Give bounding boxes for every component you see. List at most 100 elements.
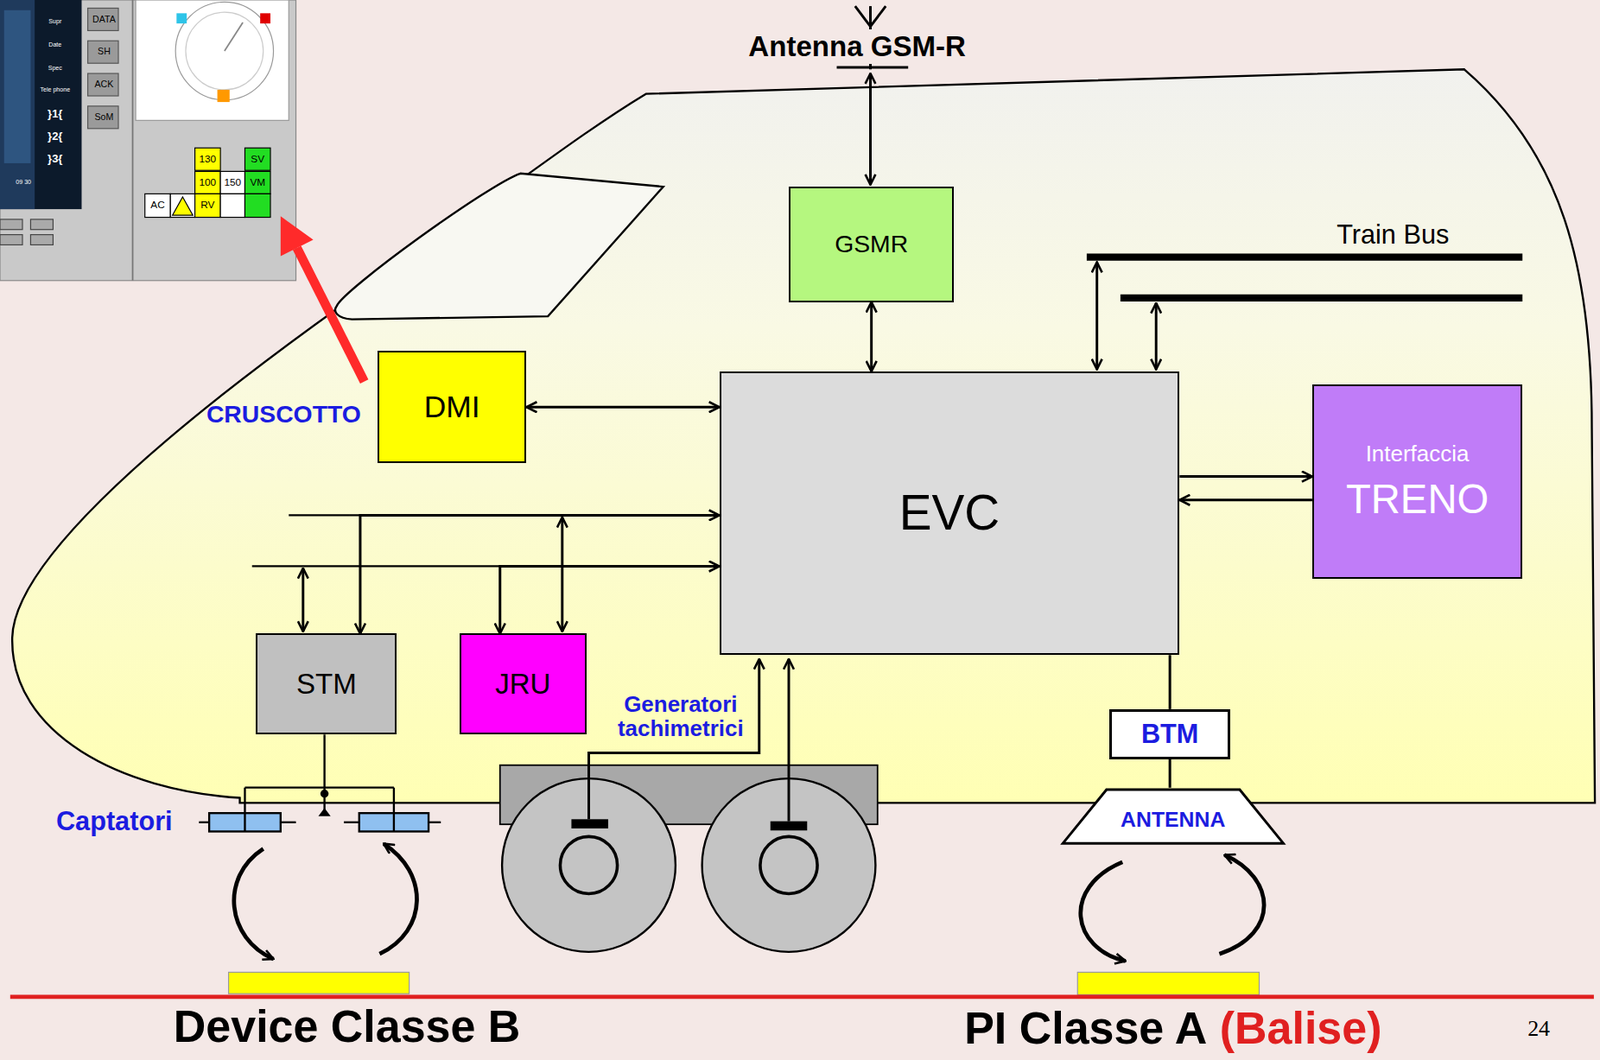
btm-box: BTM bbox=[1109, 709, 1232, 760]
illustration-rect bbox=[145, 193, 172, 217]
tacho-line bbox=[787, 659, 791, 822]
illustration-rect bbox=[135, 0, 289, 121]
illustration-rect bbox=[244, 147, 271, 171]
illustration-path bbox=[234, 849, 274, 960]
illustration-circle bbox=[175, 1, 274, 100]
connector bbox=[500, 566, 720, 635]
node-label: STM bbox=[296, 668, 357, 700]
illustration-line bbox=[343, 821, 360, 824]
component-caption: Captatori bbox=[28, 804, 200, 839]
illustration-rect bbox=[195, 171, 222, 194]
connector bbox=[1168, 654, 1172, 710]
connector bbox=[526, 406, 719, 409]
windshield bbox=[335, 173, 664, 320]
illustration-rect bbox=[176, 12, 187, 24]
illustration-path bbox=[379, 844, 417, 955]
illustration-path bbox=[1219, 855, 1264, 955]
illustration-rect bbox=[4, 10, 32, 164]
ground-symbol bbox=[318, 807, 331, 816]
balise bbox=[228, 971, 410, 994]
antenna-arrow bbox=[869, 73, 872, 185]
train-bus-line bbox=[1120, 294, 1523, 302]
dmi-button-label: SoM bbox=[88, 106, 120, 129]
pointer-arrow bbox=[297, 247, 365, 382]
sensor bbox=[359, 812, 429, 832]
train-bus-line bbox=[1086, 253, 1523, 261]
sensor-divider bbox=[243, 812, 246, 832]
dmi-menu-label: Spec bbox=[38, 63, 72, 76]
bus-arrow bbox=[301, 568, 305, 632]
train-body bbox=[12, 69, 1595, 803]
node-label: EVC bbox=[899, 486, 1001, 540]
dmi-cell-label: 130 bbox=[195, 147, 222, 171]
illustration-line bbox=[224, 22, 243, 51]
wheel-hub bbox=[760, 836, 818, 894]
dmi-cell-label: AC bbox=[145, 193, 172, 217]
connector bbox=[360, 514, 720, 634]
dmi-button-label: SH bbox=[88, 40, 120, 64]
illustration-line bbox=[428, 821, 441, 824]
dmi-icon-label: }2{ bbox=[38, 128, 72, 146]
illustration-rect bbox=[30, 219, 53, 230]
illustration-rect bbox=[0, 0, 297, 281]
illustration-rect bbox=[195, 193, 222, 217]
node-label: JRU bbox=[495, 668, 551, 700]
coupling-arrows bbox=[234, 844, 1264, 962]
bus-arrow bbox=[1155, 303, 1158, 370]
illustration-rect bbox=[0, 234, 23, 246]
illustration-line bbox=[198, 821, 210, 824]
sensor bbox=[209, 812, 281, 832]
connector bbox=[1179, 475, 1313, 478]
illustration-rect bbox=[217, 89, 230, 102]
wheel-hub bbox=[559, 836, 617, 894]
bus-arrow bbox=[560, 517, 564, 632]
dmi-cell-label: SV bbox=[244, 147, 271, 171]
illustration-rect bbox=[220, 171, 245, 194]
connector bbox=[1168, 759, 1172, 788]
node-label: GSMR bbox=[834, 230, 908, 258]
node-label: TRENO bbox=[1346, 476, 1489, 522]
sensor-wiring bbox=[198, 734, 441, 823]
dmi-cell-label: 150 bbox=[220, 171, 245, 194]
illustration-rect bbox=[220, 193, 245, 217]
illustration-line bbox=[393, 787, 395, 814]
illustration-rect bbox=[170, 193, 195, 217]
rail bbox=[10, 994, 1594, 999]
node-label: DMI bbox=[424, 390, 481, 425]
dmi-menu-label: Tele phone bbox=[38, 80, 72, 102]
illustration-rect bbox=[244, 171, 271, 194]
connector bbox=[1179, 498, 1313, 502]
speed-sensor bbox=[571, 819, 609, 829]
antenna-trapezoid: ANTENNA bbox=[1058, 787, 1289, 845]
trapezoid-shape bbox=[1062, 789, 1283, 844]
bus-arrow bbox=[1095, 262, 1099, 370]
section-title: Device Classe B bbox=[112, 997, 582, 1055]
dmi-screenshot bbox=[0, 0, 297, 281]
illustration-line bbox=[837, 65, 909, 69]
node-label: Interfaccia bbox=[1365, 441, 1470, 467]
illustration-line bbox=[855, 6, 871, 27]
dmi-button-label: ACK bbox=[88, 73, 120, 96]
dmi-menu-label: Date bbox=[38, 39, 72, 52]
illustration-line bbox=[280, 821, 297, 824]
illustration-circle bbox=[185, 12, 264, 90]
illustration-line bbox=[244, 787, 394, 789]
dmi-button-label: DATA bbox=[88, 7, 120, 31]
illustration-rect bbox=[0, 0, 82, 210]
illustration-line bbox=[869, 6, 886, 27]
tacho-line bbox=[589, 659, 760, 820]
antenna-label: Antenna GSM-R bbox=[714, 29, 1001, 64]
page-number: 24 bbox=[1520, 1014, 1558, 1045]
stm-box: STM bbox=[255, 633, 397, 735]
node-label: ANTENNA bbox=[1120, 807, 1226, 832]
illustration-rect bbox=[30, 234, 53, 246]
train-interface-box: InterfacciaTRENO bbox=[1312, 384, 1523, 578]
bus-label: Train Bus bbox=[1311, 215, 1475, 254]
illustration-rect bbox=[260, 12, 271, 24]
illustration-polygon bbox=[172, 196, 194, 216]
dmi-cell-label: VM bbox=[244, 171, 271, 194]
dmi-cell-label: RV bbox=[195, 193, 222, 217]
